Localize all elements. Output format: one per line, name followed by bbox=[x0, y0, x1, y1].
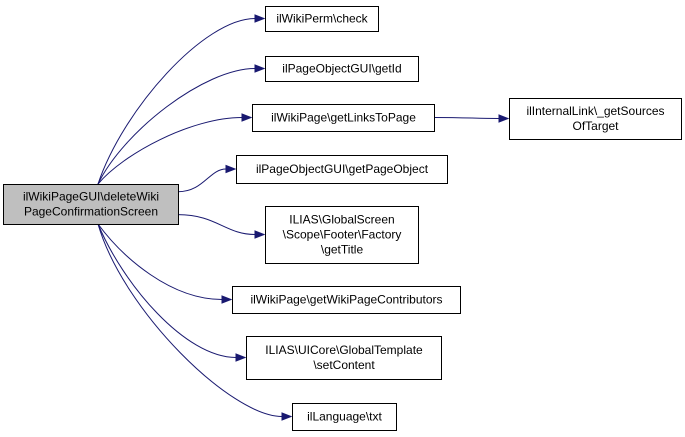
node-label-line: PageConfirmationScreen bbox=[24, 205, 158, 219]
node-box bbox=[236, 155, 448, 184]
arrowhead bbox=[254, 64, 266, 73]
node-box bbox=[3, 184, 179, 225]
arrowhead bbox=[221, 295, 233, 304]
edge-line bbox=[97, 223, 223, 300]
node-get-contributors[interactable]: ilWikiPage\getWikiPageContributors bbox=[232, 286, 461, 314]
arrowhead bbox=[254, 14, 266, 23]
node-box bbox=[232, 286, 461, 314]
arrowhead bbox=[235, 353, 247, 362]
edge-root-to-get-title bbox=[177, 214, 266, 239]
edge-line bbox=[433, 117, 500, 119]
node-label-line: ilInternalLink\_getSources bbox=[526, 104, 664, 118]
node-root[interactable]: ilWikiPageGUI\deleteWikiPageConfirmation… bbox=[3, 184, 179, 225]
edge-root-to-txt bbox=[97, 223, 293, 421]
edge-line bbox=[97, 223, 237, 358]
edge-root-to-set-content bbox=[97, 223, 247, 362]
node-get-title[interactable]: ILIAS\GlobalScreen\Scope\Footer\Factory\… bbox=[265, 206, 419, 264]
edge-root-to-get-contributors bbox=[97, 223, 233, 304]
node-label-line: OfTarget bbox=[572, 119, 619, 133]
node-box bbox=[509, 98, 682, 140]
node-txt[interactable]: ilLanguage\txt bbox=[292, 403, 397, 431]
node-label-line: ilWikiPage\getLinksToPage bbox=[271, 111, 416, 125]
edge-root-to-get-id bbox=[97, 64, 266, 185]
arrowhead bbox=[241, 113, 253, 122]
edge-root-to-perm-check bbox=[97, 14, 266, 185]
edge-line bbox=[97, 117, 243, 185]
call-graph-edges bbox=[97, 14, 510, 421]
arrowhead bbox=[498, 114, 510, 123]
edge-line bbox=[97, 18, 256, 185]
node-box bbox=[265, 206, 419, 264]
node-label-line: ilWikiPageGUI\deleteWiki bbox=[23, 190, 159, 204]
edge-line bbox=[97, 68, 256, 185]
edge-get-links-to-get-sources bbox=[433, 114, 510, 123]
node-label-line: ilWikiPage\getWikiPageContributors bbox=[250, 293, 442, 307]
node-label-line: ILIAS\GlobalScreen bbox=[289, 213, 394, 227]
node-label-line: \setContent bbox=[313, 358, 375, 372]
node-box bbox=[265, 6, 379, 32]
node-set-content[interactable]: ILIAS\UICore\GlobalTemplate\setContent bbox=[246, 336, 442, 380]
edge-line bbox=[177, 168, 227, 193]
node-label-line: ilLanguage\txt bbox=[307, 410, 382, 424]
node-label-line: \getTitle bbox=[321, 243, 364, 257]
arrowhead bbox=[281, 412, 293, 421]
node-perm-check[interactable]: ilWikiPerm\check bbox=[265, 6, 379, 32]
arrowhead bbox=[225, 164, 237, 174]
node-get-id[interactable]: ilPageObjectGUI\getId bbox=[265, 56, 419, 82]
node-get-page-object[interactable]: ilPageObjectGUI\getPageObject bbox=[236, 155, 448, 184]
node-label-line: ILIAS\UICore\GlobalTemplate bbox=[265, 343, 423, 357]
call-graph-nodes: ilWikiPageGUI\deleteWikiPageConfirmation… bbox=[3, 6, 682, 431]
node-label-line: ilPageObjectGUI\getId bbox=[282, 62, 401, 76]
edge-line bbox=[97, 223, 283, 417]
node-box bbox=[292, 403, 397, 431]
node-box bbox=[246, 336, 442, 380]
node-label-line: ilPageObjectGUI\getPageObject bbox=[256, 162, 429, 176]
node-label-line: ilWikiPerm\check bbox=[276, 12, 368, 26]
node-box bbox=[252, 104, 435, 132]
edge-root-to-get-links bbox=[97, 113, 253, 185]
edge-root-to-get-page-object bbox=[177, 164, 237, 193]
node-label-line: \Scope\Footer\Factory bbox=[283, 228, 402, 242]
edge-line bbox=[177, 214, 256, 235]
arrowhead bbox=[254, 230, 266, 239]
node-get-links[interactable]: ilWikiPage\getLinksToPage bbox=[252, 104, 435, 132]
node-box bbox=[265, 56, 419, 82]
